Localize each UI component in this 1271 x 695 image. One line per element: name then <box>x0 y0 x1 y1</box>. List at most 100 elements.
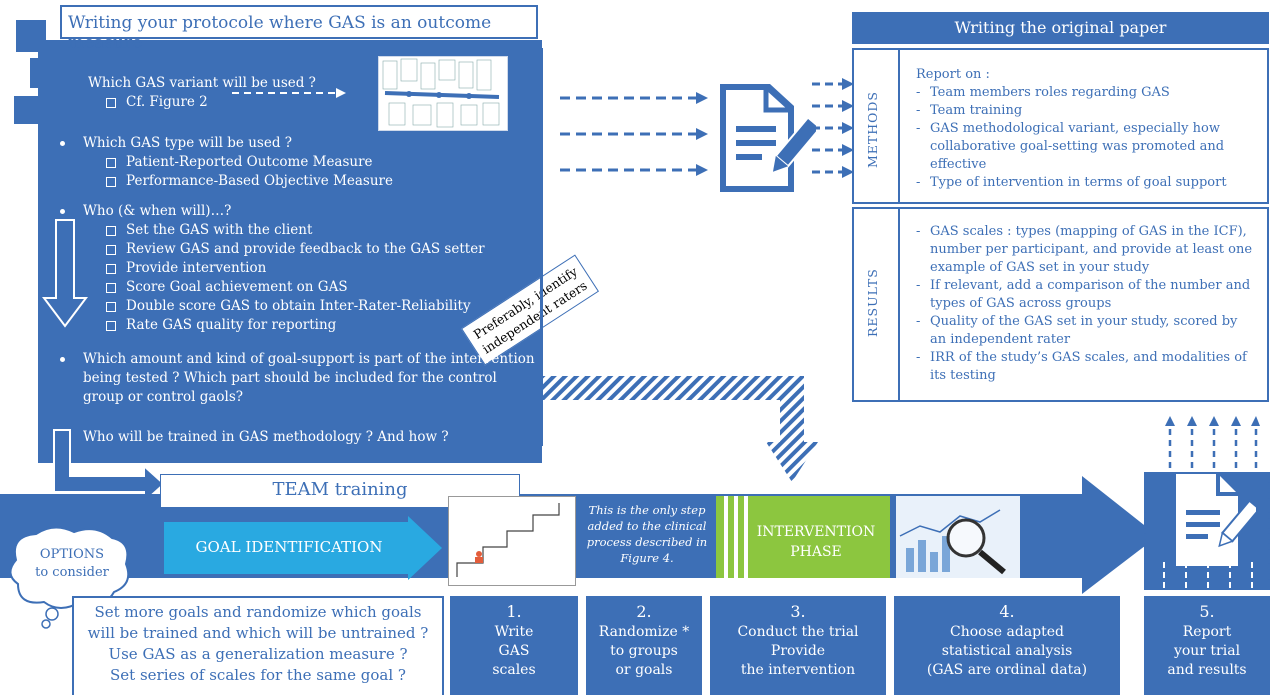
dashed-up-arrows <box>1165 416 1260 468</box>
statistics-image <box>896 496 1020 578</box>
step-5-line-3: and results <box>1167 662 1247 678</box>
results-box: RESULTS -GAS scales : types (mapping of … <box>852 207 1269 402</box>
q2-label: Which GAS type will be used ? <box>83 135 292 151</box>
q3-item-4: Score Goal achievement on GAS <box>60 278 485 297</box>
protocol-square-1 <box>16 20 46 52</box>
protocol-q3: Who (& when will)…? Set the GAS with the… <box>60 202 485 335</box>
step-3-line-2: Provide <box>770 643 826 659</box>
step-3-conduct-trial: 3. Conduct the trial Provide the interve… <box>710 596 886 695</box>
results-item-label-4: IRR of the study’s GAS scales, and modal… <box>930 350 1247 383</box>
options-line-1: OPTIONS <box>39 547 105 562</box>
q1-item-figure: Cf. Figure 2 <box>60 93 316 112</box>
dashed-arrows-to-document <box>560 92 708 176</box>
step-4-line-1: Choose adapted <box>950 624 1064 640</box>
step-2-randomize: 2. Randomize * to groups or goals <box>586 596 702 695</box>
intervention-stripe-2 <box>734 496 738 578</box>
hollow-down-arrow-icon <box>42 219 88 328</box>
report-dashed-lines <box>1163 562 1253 592</box>
step-1-write-gas: 1. Write GAS scales <box>450 596 578 695</box>
intervention-stripe-1 <box>724 496 728 578</box>
q3-item-6: Rate GAS quality for reporting <box>60 316 485 335</box>
step-5-line-2: your trial <box>1173 643 1241 659</box>
methods-item-3: -GAS methodological variant, especially … <box>916 120 1256 174</box>
q2-item-label-pbo: Performance-Based Objective Measure <box>126 173 393 189</box>
step-5-line-1: Report <box>1182 624 1232 640</box>
q4-line-2: being tested ? Which part should be incl… <box>83 370 497 386</box>
results-item-3: -Quality of the GAS set in your study, s… <box>916 313 1256 349</box>
results-item-2: -If relevant, add a comparison of the nu… <box>916 277 1256 313</box>
intervention-phase-box: INTERVENTION PHASE <box>716 496 890 578</box>
q3-item-label-1: Set the GAS with the client <box>126 222 313 238</box>
options-bubble-text: OPTIONS to consider <box>22 546 122 582</box>
q3-text: Who (& when will)…? <box>60 202 485 221</box>
q3-item-5: Double score GAS to obtain Inter-Rater-R… <box>60 297 485 316</box>
methods-label-divider <box>898 50 900 202</box>
results-item-label-2: If relevant, add a comparison of the num… <box>930 278 1251 311</box>
methods-box: METHODS Report on : -Team members roles … <box>852 48 1269 204</box>
protocol-q5: Who will be trained in GAS methodology ?… <box>83 429 449 445</box>
methods-content: Report on : -Team members roles regardin… <box>916 66 1256 192</box>
step-1-line-1: Write <box>494 624 534 640</box>
intervention-stripe-3 <box>744 496 748 578</box>
step-4-line-2: statistical analysis <box>941 643 1073 659</box>
step-1-number: 1. <box>506 602 522 621</box>
only-step-note: This is the only step added to the clini… <box>586 503 708 565</box>
q3-item-1: Set the GAS with the client <box>60 221 485 240</box>
methods-intro: Report on : <box>916 67 990 82</box>
q3-item-label-3: Provide intervention <box>126 260 267 276</box>
q2-text: Which GAS type will be used ? <box>60 134 393 153</box>
step-1-line-2: GAS <box>498 643 530 659</box>
q4-line-3: group or control gaols? <box>83 389 244 405</box>
methods-item-1: -Team members roles regarding GAS <box>916 85 1170 100</box>
results-item-label-1: GAS scales : types (mapping of GAS in th… <box>930 224 1253 275</box>
q3-item-label-4: Score Goal achievement on GAS <box>126 279 348 295</box>
options-text-2: will be trained and which will be untrai… <box>87 624 429 642</box>
methods-item-4: -Type of intervention in terms of goal s… <box>916 175 1227 190</box>
methods-item-label-4: Type of intervention in terms of goal su… <box>930 175 1227 190</box>
step-2-line-1: Randomize * <box>598 624 690 640</box>
methods-label: METHODS <box>865 91 880 169</box>
q2-item-label-pro: Patient-Reported Outcome Measure <box>126 154 373 170</box>
goal-identification-arrow <box>164 516 442 580</box>
results-item-4: -IRR of the study’s GAS scales, and moda… <box>916 349 1256 385</box>
protocol-square-3 <box>14 96 46 124</box>
step-5-number: 5. <box>1199 602 1215 621</box>
methods-item-label-3: GAS methodological variant, especially h… <box>930 121 1225 172</box>
results-item-label-3: Quality of the GAS set in your study, sc… <box>930 314 1238 347</box>
q3-label: Who (& when will)…? <box>83 203 232 219</box>
flowchart-thumbnail-icon <box>382 58 500 128</box>
q3-item-label-5: Double score GAS to obtain Inter-Rater-R… <box>126 298 471 314</box>
stairs-image <box>448 496 576 586</box>
step-2-number: 2. <box>636 602 652 621</box>
step-2-line-3: or goals <box>615 662 673 678</box>
options-text-3: Use GAS as a generalization measure ? <box>108 645 408 663</box>
q4-line-1: Which amount and kind of goal-support is… <box>60 350 535 369</box>
q3-item-label-6: Rate GAS quality for reporting <box>126 317 337 333</box>
step-5-report: 5. Report your trial and results <box>1144 596 1270 695</box>
magnifier-chart-icon <box>896 496 1020 578</box>
step-4-number: 4. <box>999 602 1015 621</box>
protocol-q4: Which amount and kind of goal-support is… <box>60 350 535 407</box>
results-item-1: -GAS scales : types (mapping of GAS in t… <box>916 223 1256 277</box>
stairs-icon <box>456 503 560 577</box>
dashed-arrow-figure2 <box>232 88 346 98</box>
q4-label-1: Which amount and kind of goal-support is… <box>83 351 535 367</box>
results-label: RESULTS <box>865 268 880 338</box>
results-label-divider <box>898 209 900 400</box>
q3-item-3: Provide intervention <box>60 259 485 278</box>
protocol-q1: Which GAS variant will be used ? Cf. Fig… <box>60 74 316 112</box>
methods-item-label-2: Team training <box>930 103 1023 118</box>
protocol-title: Writing your protocole where GAS is an o… <box>60 5 538 53</box>
center-divider-line <box>540 48 543 446</box>
options-bubble <box>9 526 130 629</box>
goal-identification-label: GOAL IDENTIFICATION <box>195 538 383 556</box>
step-3-number: 3. <box>790 602 806 621</box>
intervention-label: INTERVENTION PHASE <box>746 522 886 562</box>
q2-item-pro: Patient-Reported Outcome Measure <box>60 153 393 172</box>
protocol-square-2 <box>30 58 56 88</box>
q3-item-label-2: Review GAS and provide feedback to the G… <box>126 241 485 257</box>
options-line-2: to consider <box>35 565 109 580</box>
results-content: -GAS scales : types (mapping of GAS in t… <box>916 223 1256 385</box>
intervention-line-1: INTERVENTION <box>756 524 876 540</box>
methods-item-label-1: Team members roles regarding GAS <box>930 85 1170 100</box>
